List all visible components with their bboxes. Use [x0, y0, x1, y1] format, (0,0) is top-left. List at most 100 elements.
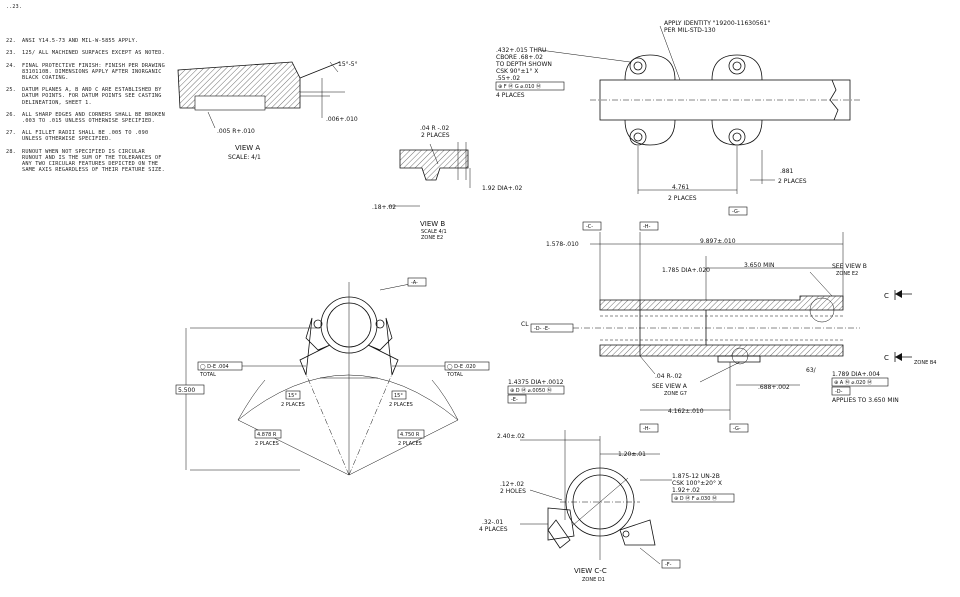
hole-places: 4 PLACES: [496, 92, 525, 99]
view-a: 15°-5° .006+.010 .005 R+.010 VIEW A SCAL…: [177, 61, 358, 161]
note-text: FINAL PROTECTIVE FINISH: FINISH PER DRAW…: [22, 62, 165, 82]
edge-dim: .881: [780, 168, 794, 175]
hole-spec-2: CBORE .68+.02: [496, 54, 543, 61]
bore-dia: 1.785 DIA+.020: [662, 267, 710, 274]
datum-g-top: -G-: [732, 209, 740, 215]
identity-label: APPLY IDENTITY "19200-11630561": [664, 20, 770, 27]
zone-b: ZONE E2: [836, 271, 858, 277]
bore2-dia: 1.4375 DIA+.0012: [508, 379, 564, 386]
bore2-fcf: ⊕ D Ⓜ ⌀.0050 Ⓜ: [510, 387, 552, 394]
notes-list: 22.ANSI Y14.5-73 AND MIL-W-5855 APPLY. 23…: [6, 38, 216, 173]
general-notes: ..23. 22.ANSI Y14.5-73 AND MIL-W-5855 AP…: [6, 4, 216, 179]
view-b-scale: SCALE 4/1: [421, 229, 447, 235]
datum-a: -A-: [411, 280, 418, 286]
datum-e: -E-: [511, 397, 518, 403]
dim-left: 1.578-.010: [546, 241, 579, 248]
cc-dim-32: .32-.01: [482, 519, 503, 526]
view-b-radius: .04 R -.02: [420, 125, 449, 132]
zone-b4: ZONE B4: [914, 360, 936, 366]
note-number: 24.: [6, 62, 16, 69]
note-item: 23. 125/ ALL MACHINED SURFACES EXCEPT AS …: [6, 50, 216, 56]
see-view-a: SEE VIEW A: [652, 383, 688, 390]
view-b-depth: .18+.02: [372, 204, 396, 211]
note-text: 125/ ALL MACHINED SURFACES EXCEPT AS NOT…: [22, 50, 165, 57]
note-item: 25. DATUM PLANES A, B AND C ARE ESTABLISH…: [6, 87, 216, 106]
cc-zone: ZONE D1: [582, 577, 605, 583]
zone-a: ZONE G7: [664, 391, 687, 397]
datum-d: -D-: [835, 389, 843, 395]
view-c-c: 2.40±.02 1.20±.01 .12+.02 2 HOLES 1.875-…: [479, 430, 735, 583]
cc-thread: 1.875-12 UN-2B: [672, 473, 720, 480]
dim-688: .688+.002: [758, 384, 790, 391]
view-b: .04 R -.02 2 PLACES 1.92 DIA+.02 .18+.02…: [372, 125, 523, 241]
end-view: -A- 5.500 ◯ D-E .004 TOTAL ◯ D-E .020 TO…: [175, 277, 490, 476]
note-text: ANSI Y14.5-73 AND MIL-W-5855 APPLY.: [22, 38, 139, 45]
tol-right-total: TOTAL: [446, 372, 463, 378]
r-right: 4.750 R: [400, 432, 420, 438]
note-number: 26.: [6, 111, 16, 118]
view-a-scale: SCALE: 4/1: [228, 154, 261, 161]
identity-spec: PER MIL-STD-130: [664, 27, 716, 34]
cc-dim-120: 1.20±.01: [618, 451, 646, 458]
note-text: DATUM PLANES A, B AND C ARE ESTABLISHED …: [22, 87, 162, 106]
cc-csk-d: 1.92+.02: [672, 487, 700, 494]
dim-5500: 5.500: [178, 387, 195, 394]
note-number: 28.: [6, 148, 16, 155]
cc-csk: CSK 100°±20° X: [672, 480, 722, 487]
view-a-radius: .005 R+.010: [217, 128, 255, 135]
datum-fcf: -D- -E-: [534, 326, 550, 332]
note-item: 28. RUNOUT WHEN NOT SPECIFIED IS CIRCULAR…: [6, 149, 216, 174]
section-c-top: C: [884, 292, 889, 300]
hole-spec-1: .432+.015 THRU: [496, 47, 546, 54]
spacing-dim: 4.761: [672, 184, 689, 191]
note-number: 23.: [6, 50, 16, 57]
note-number: 25.: [6, 87, 16, 94]
finish-mark: 63/: [806, 367, 817, 374]
tol-left: ◯ D-E .004: [200, 364, 229, 370]
datum-g-bottom: -G-: [733, 426, 741, 432]
note-item: 22.ANSI Y14.5-73 AND MIL-W-5855 APPLY.: [6, 38, 216, 44]
note-text: RUNOUT WHEN NOT SPECIFIED IS CIRCULAR RU…: [22, 148, 165, 174]
mount-holes: [629, 57, 746, 146]
min-len: 3.650 MIN: [744, 262, 775, 269]
cc-fcf: ⊕ D Ⓜ F ⌀.030 Ⓜ: [674, 495, 717, 502]
section-view: -C- -H- 1.578-.010 9.897±.010 1.785 DIA+…: [507, 221, 936, 433]
datum-c: -C-: [586, 224, 593, 230]
r-left: 4.878 R: [257, 432, 277, 438]
applies-note: APPLIES TO 3.650 MIN: [832, 397, 899, 404]
cc-holes-n: 2 HOLES: [500, 488, 526, 495]
dia-1789: 1.789 DIA+.004: [832, 371, 880, 378]
ang-right: 15°: [394, 393, 403, 399]
section-arrow-top: C: [884, 290, 912, 300]
view-b-places: 2 PLACES: [421, 132, 450, 139]
hole-spec-3: TO DEPTH SHOWN: [495, 61, 552, 68]
cc-title: VIEW C-C: [574, 567, 607, 575]
view-b-section: [399, 149, 469, 181]
note-item: 27.ALL FILLET RADII SHALL BE .005 TO .09…: [6, 130, 216, 142]
tol-right: ◯ D-E .020: [447, 364, 476, 370]
view-a-title: VIEW A: [235, 144, 260, 152]
datum-h: -H-: [643, 224, 651, 230]
ang-left: 15°: [288, 393, 297, 399]
datum-f: -F-: [665, 562, 672, 568]
view-a-angle: 15°-5°: [338, 61, 358, 68]
r-right-places: 2 PLACES: [398, 441, 422, 447]
top-view: APPLY IDENTITY "19200-11630561" PER MIL-…: [495, 20, 860, 216]
cl-label: CL: [521, 321, 529, 328]
note-number: 27.: [6, 130, 16, 137]
tube-wall-top: [599, 295, 844, 311]
page-number: ..23.: [6, 4, 23, 10]
cc-dim-240: 2.40±.02: [497, 433, 525, 440]
rad-note: .04 R-.02: [655, 373, 682, 380]
dim-4162: 4.162±.010: [668, 408, 704, 415]
fcf-a: ⊕ A Ⓜ ⌀.020 Ⓜ: [834, 379, 872, 386]
view-b-title: VIEW B: [420, 220, 445, 228]
cc-holes: .12+.02: [500, 481, 524, 488]
hole-fcf: ⊕ F Ⓜ G ⌀.010 Ⓜ: [498, 83, 541, 90]
cc-places: 4 PLACES: [479, 526, 508, 533]
datum-h-bottom: -H-: [643, 426, 651, 432]
tol-left-total: TOTAL: [199, 372, 216, 378]
view-a-dim-right: .006+.010: [326, 116, 358, 123]
